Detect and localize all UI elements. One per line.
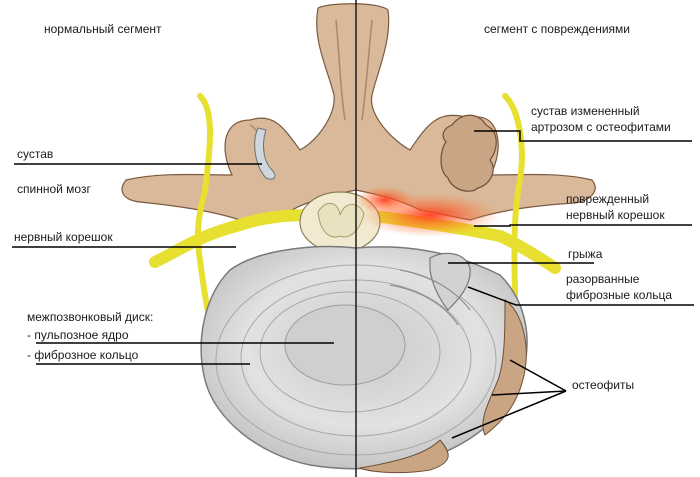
label-osteophytes: остеофиты [572, 378, 635, 392]
joint-cartilage [254, 127, 276, 180]
label-arthrosis-joint-line2: артрозом с остеофитами [531, 120, 671, 134]
label-damaged-root-line1: поврежденный [566, 192, 650, 206]
label-damaged-root-line2: нервный корешок [566, 208, 665, 222]
label-nerve-root: нервный корешок [14, 230, 113, 244]
osteophyte-joint [440, 114, 497, 192]
left-heading: нормальный сегмент [44, 22, 162, 36]
label-torn-rings-line1: разорванные [566, 272, 640, 286]
label-arthrosis-joint-line1: сустав измененный [531, 104, 640, 118]
right-heading: сегмент с повреждениями [484, 22, 631, 36]
label-hernia: грыжа [568, 247, 603, 261]
label-disc-title: межпозвонковый диск: [27, 310, 154, 324]
label-annulus: - фиброзное кольцо [27, 348, 139, 362]
leader-lines [12, 130, 694, 439]
disc-osteophytes [358, 299, 527, 474]
label-torn-rings-line2: фиброзные кольца [566, 288, 673, 302]
label-joint: сустав [17, 147, 54, 161]
intervertebral-disc [200, 245, 528, 470]
label-nucleus: - пульпозное ядро [27, 328, 129, 342]
label-spinal-cord: спинной мозг [17, 182, 91, 196]
